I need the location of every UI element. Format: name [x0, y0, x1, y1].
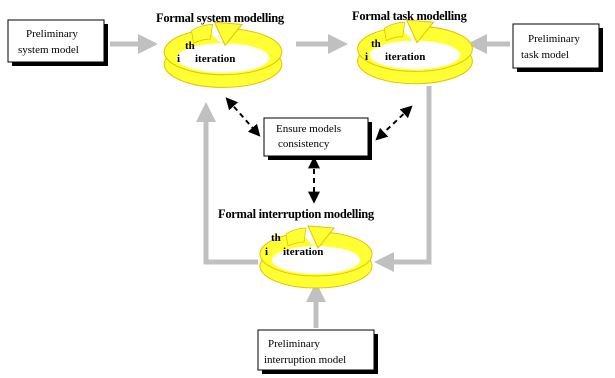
interruption-cycle-prefix: i: [265, 246, 268, 258]
system-cycle-title: Formal system modelling: [156, 11, 285, 25]
system-cycle-prefix: i: [177, 53, 180, 65]
system-cycle: Formal system modelling th i iteration: [156, 11, 285, 89]
ensure-consistency-line1: Ensure models: [276, 123, 341, 135]
task-cycle-title: Formal task modelling: [352, 9, 468, 23]
interruption-cycle-sup: th: [271, 232, 281, 244]
preliminary-interruption-model-line2: interruption model: [264, 354, 346, 366]
interruption-cycle-iteration: iteration: [283, 246, 323, 258]
preliminary-system-model-line2: system model: [18, 44, 79, 56]
preliminary-interruption-model-line1: Preliminary: [268, 338, 320, 350]
preliminary-interruption-model-box: Preliminary interruption model: [257, 329, 378, 374]
preliminary-task-model-line1: Preliminary: [528, 33, 580, 45]
task-cycle-sup: th: [371, 38, 381, 50]
arrow-task-cycle-to-interruption-cycle: [374, 86, 432, 272]
dashed-arrow-task-consistency: [375, 105, 413, 141]
ensure-consistency-box: Ensure models consistency: [263, 117, 372, 160]
preliminary-system-model-line1: Preliminary: [26, 28, 78, 40]
arrow-interruption-cycle-to-system-cycle: [196, 102, 258, 265]
dashed-arrow-system-consistency: [225, 97, 261, 137]
consistency-arrows: [225, 97, 413, 204]
interruption-cycle: Formal interruption modelling th i itera…: [218, 207, 375, 289]
preliminary-system-model-box: Preliminary system model: [7, 19, 108, 66]
preliminary-task-model-box: Preliminary task model: [512, 23, 603, 72]
system-cycle-iteration: iteration: [195, 53, 235, 65]
task-cycle: Formal task modelling th i iteration: [352, 9, 473, 85]
flow-arrows: [110, 34, 510, 328]
task-cycle-iteration: iteration: [385, 51, 425, 63]
system-cycle-sup: th: [185, 40, 195, 52]
preliminary-task-model-line2: task model: [521, 49, 569, 61]
interruption-cycle-title: Formal interruption modelling: [218, 207, 375, 221]
ensure-consistency-line2: consistency: [278, 138, 330, 150]
task-cycle-prefix: i: [365, 51, 368, 63]
